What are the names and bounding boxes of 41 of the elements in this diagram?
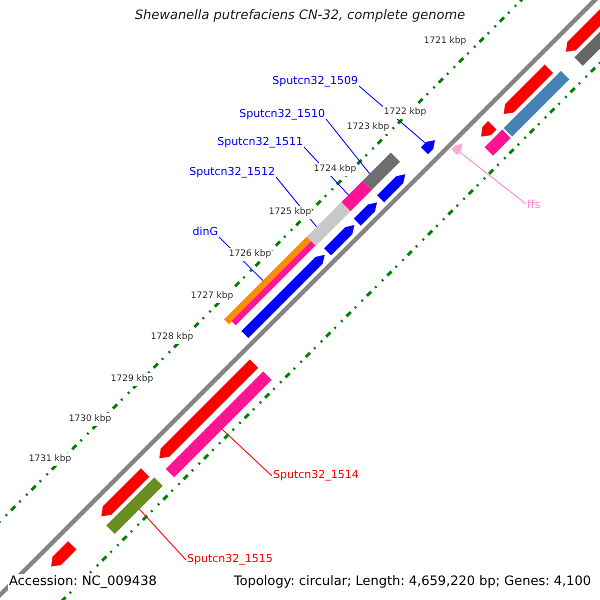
gene-feature <box>420 140 436 154</box>
gene-label: ffs <box>527 198 540 211</box>
info-text: Topology: circular; Length: 4,659,220 bp; Genes: 4,100 <box>232 574 592 590</box>
gene-feature <box>451 144 463 155</box>
gene-feature <box>106 477 163 534</box>
gene-feature <box>504 64 554 114</box>
gene-feature <box>159 359 258 458</box>
scale-label: 1730 kbp <box>68 413 112 426</box>
scale-label: 1726 kbp <box>228 248 272 261</box>
scale-label: 1723 kbp <box>346 121 390 134</box>
gene-label: Sputcn32_1514 <box>273 468 359 481</box>
gene-feature <box>362 152 400 190</box>
gene-label: Sputcn32_1509 <box>272 74 358 87</box>
scale-label: 1729 kbp <box>110 373 154 386</box>
gene-feature <box>166 371 272 478</box>
gene-feature <box>341 180 372 212</box>
gene-label: Sputcn32_1510 <box>239 107 325 120</box>
gene-feature <box>354 202 378 226</box>
gene-label: Sputcn32_1515 <box>187 552 273 565</box>
gene-feature <box>484 130 511 156</box>
gene-label: dinG <box>192 225 218 238</box>
scale-label: 1725 kbp <box>268 206 312 219</box>
gene-label: Sputcn32_1511 <box>217 135 303 148</box>
title: Shewanella putrefaciens CN-32, complete genome <box>134 9 466 22</box>
leader-line <box>459 152 526 204</box>
gene-feature <box>377 174 406 202</box>
gene-feature <box>51 541 77 567</box>
gene-feature <box>504 70 570 137</box>
gene-feature <box>481 121 497 137</box>
scale-label: 1722 kbp <box>382 106 428 119</box>
leader-line <box>222 428 272 476</box>
scale-label: 1721 kbp <box>422 35 468 48</box>
gene-label: Sputcn32_1512 <box>189 165 275 178</box>
info-text: Accession: NC_009438 <box>8 574 158 590</box>
scale-label: 1731 kbp <box>28 453 72 466</box>
scale-label: 1728 kbp <box>150 331 194 344</box>
scale-label: 1727 kbp <box>190 290 234 303</box>
gene-feature <box>324 225 354 256</box>
gene-feature <box>231 241 316 326</box>
scale-label: 1724 kbp <box>312 163 358 176</box>
gene-feature <box>101 468 150 516</box>
